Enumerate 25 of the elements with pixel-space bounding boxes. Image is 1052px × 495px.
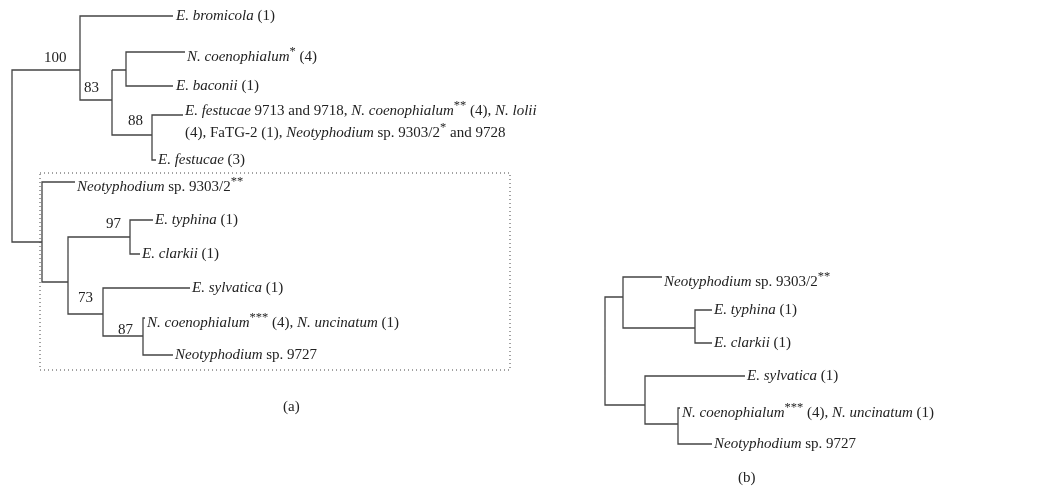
taxon-label: N. coenophialum$^{***}$ (4), N. uncinatum (1): [682, 399, 935, 421]
taxon-label: E. clarkii (1): [142, 245, 220, 262]
taxon-label: E. clarkii (1): [714, 334, 792, 351]
bootstrap-value: 100: [44, 49, 67, 66]
taxon-label: Neotyphodium sp. 9303/2$^{**}$: [77, 173, 244, 195]
panel-label: (b): [738, 469, 756, 486]
bootstrap-value: 73: [78, 289, 93, 306]
taxon-label: E. bromicola (1): [176, 7, 276, 24]
bootstrap-value: 97: [106, 215, 121, 232]
panel-label: (a): [283, 398, 300, 415]
taxon-label: Neotyphodium sp. 9727: [714, 435, 857, 452]
bootstrap-value: 83: [84, 79, 99, 96]
taxon-label: N. coenophialum$^{*}$ (4): [187, 43, 317, 65]
bootstrap-value: 87: [118, 321, 133, 338]
taxon-label: E. typhina (1): [714, 301, 797, 318]
taxon-label: E. typhina (1): [155, 211, 238, 228]
taxon-label: Neotyphodium sp. 9727: [175, 346, 318, 363]
taxon-label: N. coenophialum$^{***}$ (4), N. uncinatum (1): [147, 309, 400, 331]
taxon-label: E. festucae (3): [158, 151, 246, 168]
taxon-label: E. sylvatica (1): [192, 279, 284, 296]
bootstrap-value: 88: [128, 112, 143, 129]
taxon-label: E. baconii (1): [176, 77, 259, 94]
taxon-label: Neotyphodium sp. 9303/2$^{**}$: [664, 268, 831, 290]
taxon-label: E. sylvatica (1): [747, 367, 839, 384]
taxon-label: E. festucae 9713 and 9718, N. coenophialum$^{**}$ (4), N. lolii (4), FaTG-2 (1), Neotyphodium sp. 9303/2$^{*}$ and 9728: [185, 97, 538, 141]
